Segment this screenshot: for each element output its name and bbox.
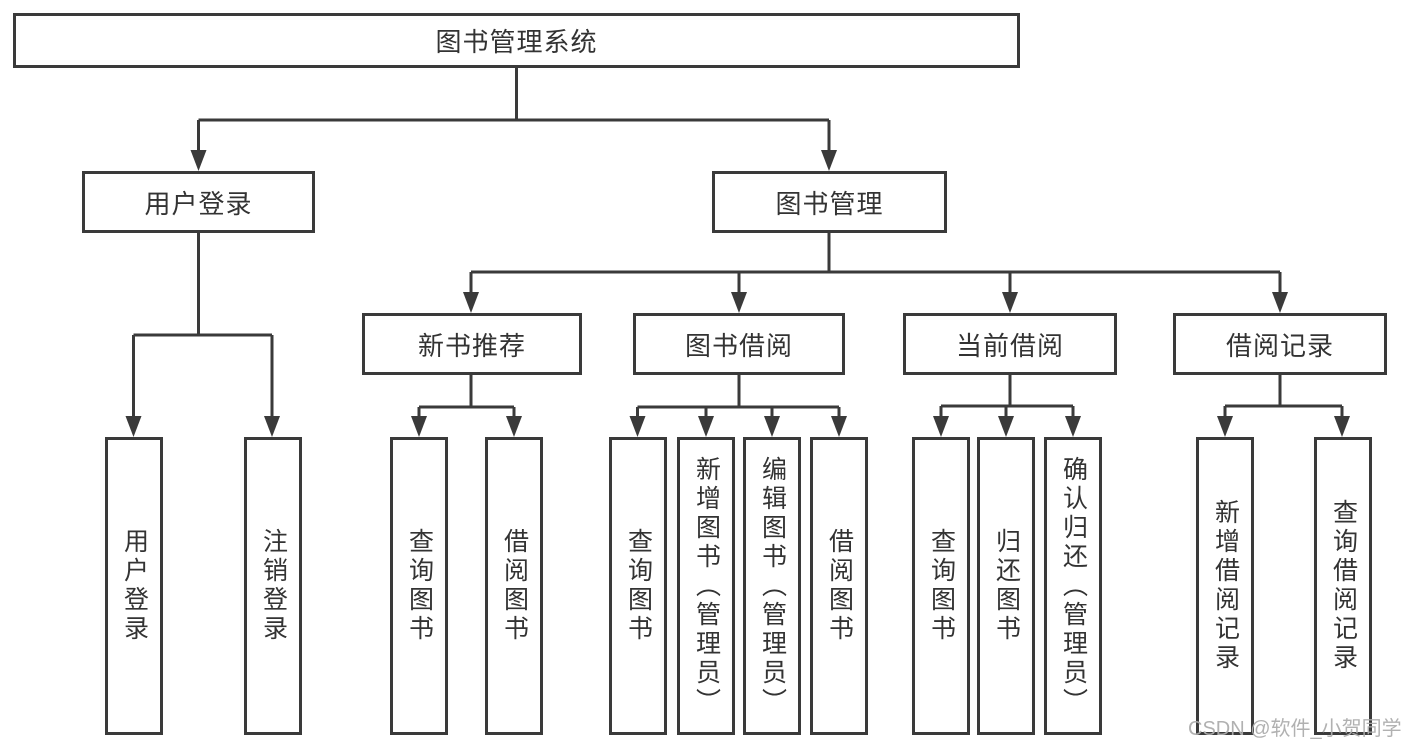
leaf-logout: 注销登录 <box>244 437 302 735</box>
node-current-borrow-label: 当前借阅 <box>955 330 1064 361</box>
leaf-record-query-record: 查询借阅记录 <box>1314 437 1372 735</box>
leaf-current-query-books-label: 查询图书 <box>927 528 956 644</box>
leaf-newbook-query-books-label: 查询图书 <box>405 528 434 644</box>
node-root-label: 图书管理系统 <box>435 27 598 57</box>
connector-book-management-children <box>463 233 1288 313</box>
leaf-borrow-query-books: 查询图书 <box>609 437 667 735</box>
connector-current-borrow-children <box>933 375 1081 437</box>
node-book-management: 图书管理 <box>712 171 947 233</box>
node-current-borrow: 当前借阅 <box>903 313 1117 375</box>
node-borrow-record-label: 借阅记录 <box>1225 330 1334 361</box>
leaf-newbook-borrow-books: 借阅图书 <box>485 437 543 735</box>
leaf-borrow-edit-books-admin: 编辑图书（管理员） <box>743 437 801 735</box>
leaf-record-add-record-label: 新增借阅记录 <box>1211 499 1240 673</box>
node-user-login: 用户登录 <box>82 171 315 233</box>
leaf-newbook-borrow-books-label: 借阅图书 <box>500 528 529 644</box>
leaf-borrow-edit-books-admin-label: 编辑图书（管理员） <box>758 455 787 717</box>
csdn-watermark: CSDN @软件_小贺同学 <box>1188 718 1402 740</box>
leaf-current-confirm-return-admin: 确认归还（管理员） <box>1044 437 1102 735</box>
node-new-book-recommend-label: 新书推荐 <box>417 330 526 361</box>
leaf-current-confirm-return-admin-label: 确认归还（管理员） <box>1059 455 1088 717</box>
leaf-current-query-books: 查询图书 <box>912 437 970 735</box>
node-new-book-recommend: 新书推荐 <box>362 313 582 375</box>
connector-book-borrow-children <box>629 375 847 437</box>
node-user-login-label: 用户登录 <box>144 188 253 219</box>
leaf-current-return-books-label: 归还图书 <box>992 528 1021 644</box>
connector-root-to-level1 <box>190 68 837 171</box>
node-root: 图书管理系统 <box>13 13 1020 68</box>
node-book-management-label: 图书管理 <box>775 188 884 219</box>
node-borrow-record: 借阅记录 <box>1173 313 1387 375</box>
leaf-user-login-label: 用户登录 <box>120 528 149 644</box>
leaf-borrow-borrow-books-label: 借阅图书 <box>825 528 854 644</box>
connector-user-login-children <box>125 233 280 437</box>
leaf-newbook-query-books: 查询图书 <box>390 437 448 735</box>
leaf-record-query-record-label: 查询借阅记录 <box>1329 499 1358 673</box>
leaf-logout-label: 注销登录 <box>259 528 288 644</box>
node-book-borrow-label: 图书借阅 <box>684 330 793 361</box>
leaf-borrow-query-books-label: 查询图书 <box>624 528 653 644</box>
leaf-user-login: 用户登录 <box>105 437 163 735</box>
connector-new-book-children <box>411 375 522 437</box>
leaf-current-return-books: 归还图书 <box>977 437 1035 735</box>
node-book-borrow: 图书借阅 <box>633 313 845 375</box>
leaf-borrow-add-books-admin-label: 新增图书（管理员） <box>692 455 721 717</box>
leaf-borrow-borrow-books: 借阅图书 <box>810 437 868 735</box>
connector-borrow-record-children <box>1217 375 1350 437</box>
leaf-borrow-add-books-admin: 新增图书（管理员） <box>677 437 735 735</box>
leaf-record-add-record: 新增借阅记录 <box>1196 437 1254 735</box>
